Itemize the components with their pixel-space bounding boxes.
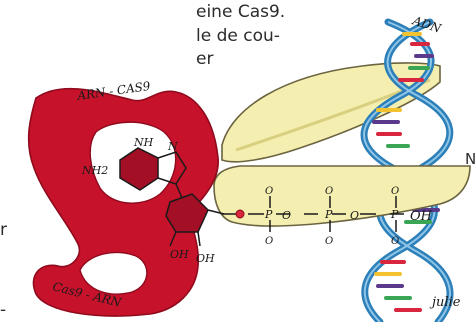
label-oh-left: OH: [170, 248, 189, 261]
label-phosphate-o-5: O: [391, 186, 399, 197]
label-oh-mid: OH: [196, 252, 215, 265]
cut-point: [236, 210, 244, 218]
label-n: N: [167, 140, 178, 153]
label-phosphate-o-1: O: [265, 186, 273, 197]
label-oh-right: OH: [410, 209, 433, 224]
label-nh: NH: [133, 136, 154, 149]
label-nh2: NH2: [81, 164, 108, 177]
label-phosphate-o-4: O: [325, 236, 333, 247]
label-phosphate-p-2: P: [324, 208, 333, 221]
label-chain-o-1: O: [282, 209, 291, 222]
label-phosphate-p-3: P: [390, 208, 399, 221]
label-chain-o-2: O: [350, 209, 359, 222]
label-phosphate-p-1: P: [264, 208, 273, 221]
label-phosphate-o-6: O: [391, 236, 399, 247]
label-phosphate-o-3: O: [325, 186, 333, 197]
signature: julie: [429, 295, 461, 310]
label-phosphate-o-2: O: [265, 236, 273, 247]
